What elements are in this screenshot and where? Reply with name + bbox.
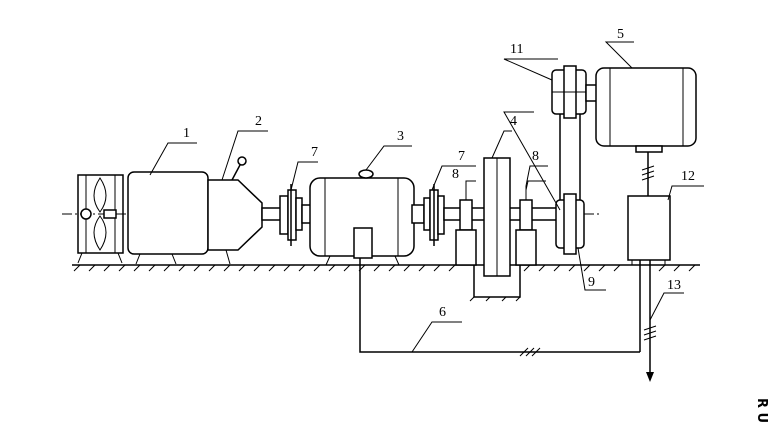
coupling-7-right bbox=[423, 184, 445, 246]
leader-lines bbox=[149, 41, 704, 353]
label-9: 9 bbox=[588, 275, 595, 290]
flywheel-4 bbox=[469, 157, 521, 302]
label-12: 12 bbox=[681, 169, 695, 184]
ground-line bbox=[72, 264, 700, 272]
oil-cup-2 bbox=[231, 156, 247, 181]
label-7-left: 7 bbox=[311, 145, 318, 160]
label-1: 1 bbox=[183, 126, 190, 141]
pulley-9 bbox=[555, 193, 585, 255]
label-6: 6 bbox=[439, 305, 446, 320]
motor-1 bbox=[127, 171, 263, 265]
bearing-8-right bbox=[515, 186, 537, 266]
controller-12 bbox=[627, 195, 671, 261]
pulley-11 bbox=[551, 65, 596, 119]
motor-5 bbox=[585, 67, 697, 153]
motor-3 bbox=[301, 169, 425, 266]
wire-6 bbox=[359, 258, 640, 357]
label-5: 5 bbox=[617, 27, 624, 42]
label-13: 13 bbox=[667, 278, 681, 293]
cooling-fan bbox=[77, 174, 124, 264]
shaft-segment bbox=[261, 207, 283, 221]
label-3: 3 bbox=[397, 129, 404, 144]
label-4: 4 bbox=[510, 114, 517, 129]
label-7-right: 7 bbox=[458, 149, 465, 164]
label-2: 2 bbox=[255, 114, 262, 129]
label-8-left: 8 bbox=[452, 167, 459, 182]
coupling-7-left bbox=[279, 184, 303, 246]
label-11: 11 bbox=[510, 42, 523, 57]
wire-13 bbox=[639, 260, 657, 382]
wire-5-to-12 bbox=[641, 152, 655, 196]
label-8-right: 8 bbox=[532, 149, 539, 164]
side-text: R U bbox=[754, 398, 769, 423]
